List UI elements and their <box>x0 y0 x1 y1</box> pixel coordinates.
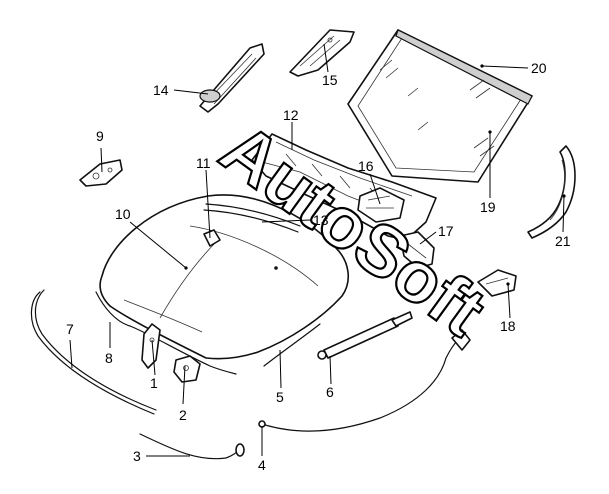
hinge-part <box>141 323 161 369</box>
callout-15: 15 <box>322 72 338 88</box>
leader-points <box>184 64 566 286</box>
clip-part <box>203 229 221 247</box>
bracket-small-part <box>79 159 123 187</box>
callout-5: 5 <box>276 389 284 405</box>
callout-3: 3 <box>133 448 141 464</box>
windshield-part <box>347 29 533 183</box>
callout-21: 21 <box>555 233 571 249</box>
latch-box-part <box>477 269 517 297</box>
callout-18: 18 <box>500 318 516 334</box>
callout-8: 8 <box>105 350 113 366</box>
callout-13: 13 <box>313 212 329 228</box>
bracket-top-part <box>289 29 355 77</box>
callout-16: 16 <box>358 158 374 174</box>
callout-2: 2 <box>179 407 187 423</box>
bracket-long-part <box>199 43 265 113</box>
callout-9: 9 <box>96 128 104 144</box>
callout-6: 6 <box>326 384 334 400</box>
linkage-bracket-part <box>399 231 435 269</box>
pillar-trim-part <box>527 145 576 239</box>
callout-20: 20 <box>531 60 547 76</box>
callout-7: 7 <box>66 321 74 337</box>
callout-19: 19 <box>480 199 496 215</box>
release-cable-part <box>30 289 157 415</box>
hood-seal-part <box>203 203 301 233</box>
lower-cable-part <box>139 433 245 460</box>
leader-lines <box>69 43 565 457</box>
callout-11: 11 <box>196 155 211 171</box>
callout-4: 4 <box>258 457 266 473</box>
gas-strut-part <box>317 311 413 360</box>
callout-14: 14 <box>153 82 169 98</box>
callout-12: 12 <box>283 107 299 123</box>
latch-part <box>173 355 201 383</box>
side-seal-part <box>263 323 321 367</box>
main-cable-part <box>258 329 471 432</box>
callout-1: 1 <box>150 375 158 391</box>
front-seal-part <box>95 291 237 375</box>
callout-10: 10 <box>115 206 131 222</box>
callout-17: 17 <box>438 223 454 239</box>
wiper-motor-part <box>357 187 405 223</box>
